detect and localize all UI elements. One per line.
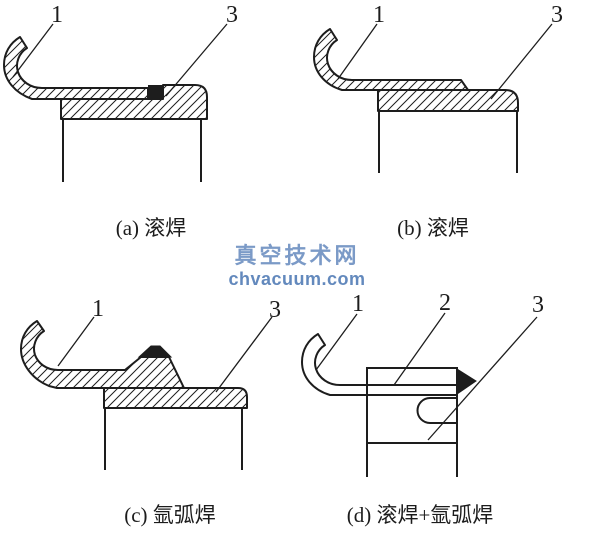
leader-line-3 (490, 23, 553, 100)
leader-line-1 (315, 313, 358, 371)
weld-bead (137, 345, 173, 358)
caption-d: (d) 滚焊+氩弧焊 (346, 503, 494, 527)
weld-arrow-bead (456, 368, 477, 395)
part-label: 1 (51, 2, 63, 28)
caption-a: (a) 滚焊 (115, 216, 187, 240)
weld-nugget (148, 85, 163, 99)
flange-block (366, 367, 458, 444)
part-label: 3 (226, 2, 238, 28)
slot-cutout (416, 397, 457, 424)
panel-b-drawing: 1 3 (313, 2, 563, 173)
flange-block (377, 89, 519, 112)
part-label: 2 (439, 290, 451, 316)
flange-block (60, 84, 208, 120)
watermark-domain: chvacuum.com (228, 269, 366, 289)
part-label: 3 (269, 297, 281, 323)
part-label: 1 (92, 296, 104, 322)
panel-d-drawing: 1 2 3 (301, 290, 544, 477)
leader-line-2 (393, 312, 446, 386)
leader-line-1 (337, 23, 378, 80)
flange-block (103, 387, 248, 409)
watermark-title: 真空技术网 (234, 243, 360, 268)
part-label: 1 (373, 2, 385, 28)
hook-flange-outline (313, 28, 469, 91)
panel-b: 1 3 (300, 0, 600, 200)
panel-a-drawing: 1 3 (3, 2, 238, 182)
part-label: 1 (352, 291, 364, 317)
part-label: 3 (551, 2, 563, 28)
panel-c: 1 3 (0, 290, 300, 500)
hook-flange-outline (20, 320, 185, 389)
leader-line-1 (57, 316, 95, 367)
panel-d: 1 2 3 (300, 290, 600, 505)
leader-line-3 (215, 316, 273, 393)
caption-c: (c) 氩弧焊 (124, 503, 216, 527)
panel-c-drawing: 1 3 (20, 296, 281, 470)
caption-b: (b) 滚焊 (397, 216, 469, 240)
watermark: 真空技术网 chvacuum.com (222, 243, 372, 290)
part-label: 3 (532, 292, 544, 318)
leader-line-3 (427, 316, 538, 441)
hook-strip-outline (301, 333, 458, 396)
leader-line-1 (12, 23, 54, 78)
hook-flange-outline (3, 36, 149, 100)
panel-a: 1 3 (0, 0, 260, 200)
